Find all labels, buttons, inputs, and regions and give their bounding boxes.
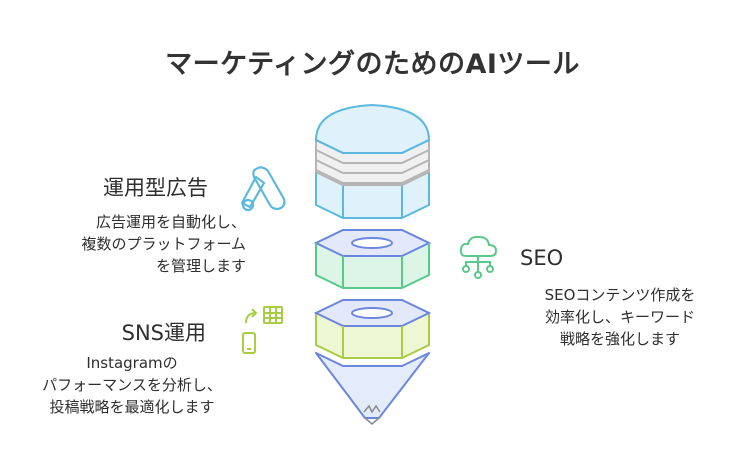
sns-description: Instagramの パフォーマンスを分析し、 投稿戦略を最適化します (14, 352, 250, 418)
social-posting-icon (242, 306, 283, 354)
seo-desc-line-1: SEOコンテンツ作成を (544, 286, 696, 304)
top-cylinder (314, 103, 431, 219)
seo-desc-line-3: 戦略を強化します (559, 330, 680, 348)
seo-desc-line-2: 効率化し、キーワード (544, 308, 695, 326)
sns-desc-line-1: Instagramの (86, 354, 178, 372)
sns-desc-line-3: 投稿戦略を最適化します (49, 398, 215, 416)
ads-desc-line-2: 複数のプラットフォーム (81, 235, 246, 253)
sns-heading: SNS運用 (121, 321, 206, 345)
seo-description: SEOコンテンツ作成を 効率化し、キーワード 戦略を強化します (505, 284, 735, 350)
ads-description: 広告運用を自動化し、 複数のプラットフォーム を管理します (14, 211, 246, 277)
green-hex-block (313, 229, 432, 289)
google-ads-icon (240, 166, 286, 212)
top-cylinder-cap (314, 103, 431, 154)
ads-desc-line-1: 広告運用を自動化し、 (95, 213, 246, 231)
ads-heading: 運用型広告 (103, 176, 208, 200)
seo-heading: SEO (520, 246, 564, 270)
ads-desc-line-3: を管理します (155, 257, 246, 275)
sns-desc-line-2: パフォーマンスを分析し、 (42, 376, 222, 394)
cone-tip (315, 352, 430, 425)
cloud-network-icon (459, 235, 498, 279)
page-title: マーケティングのためのAIツール (165, 49, 580, 80)
lime-hex-block (313, 299, 432, 359)
